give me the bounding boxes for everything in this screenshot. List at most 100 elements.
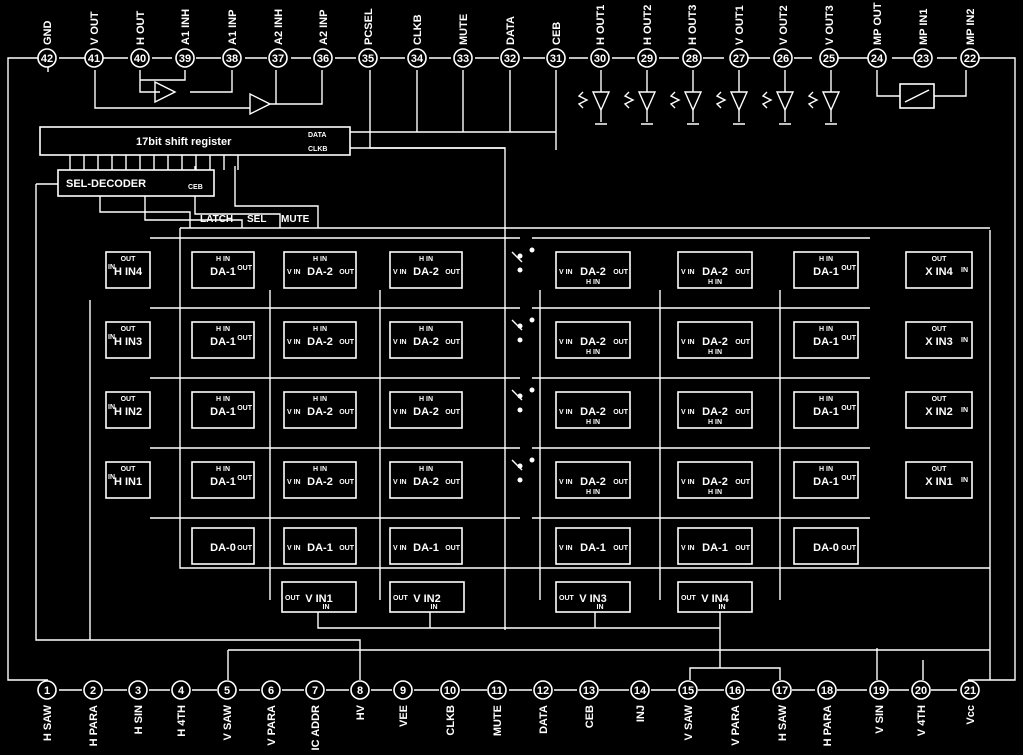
shift-register-title: 17bit shift register xyxy=(136,136,232,148)
da-block-label: DA-2 xyxy=(307,476,333,488)
bottom-pin-label: H PARA xyxy=(88,705,100,746)
package-outline xyxy=(7,57,1016,681)
switch-contact xyxy=(517,323,523,329)
output-resistor xyxy=(669,84,699,125)
output-resistor xyxy=(715,84,745,125)
top-pin-label: MUTE xyxy=(458,14,470,45)
top-pin-label: H OUT2 xyxy=(642,5,654,45)
port-label: OUT xyxy=(445,339,461,346)
bottom-pin-label: CLKB xyxy=(445,705,457,736)
port-label: OUT xyxy=(237,265,253,272)
port-label: OUT xyxy=(393,595,409,602)
bottom-pin-11 xyxy=(487,680,507,700)
top-pin-number: 42 xyxy=(41,53,53,65)
top-pin-29 xyxy=(637,48,657,68)
switch-contact xyxy=(529,387,535,393)
da-block-label: DA-1 xyxy=(813,406,839,418)
port-label: H IN xyxy=(586,349,600,356)
da-block-label: DA-1 xyxy=(813,476,839,488)
bottom-pin-number: 3 xyxy=(135,685,141,697)
port-label: V IN xyxy=(559,339,573,346)
port-label: V IN xyxy=(393,269,407,276)
bottom-pin-label: Vcc xyxy=(965,705,977,725)
da-block-label: DA-2 xyxy=(702,266,728,278)
port-label: H IN xyxy=(819,466,833,473)
bottom-pin-number: 21 xyxy=(964,685,976,697)
top-pin-number: 30 xyxy=(594,53,606,65)
da-block-label: DA-2 xyxy=(413,476,439,488)
top-pin-number: 38 xyxy=(226,53,238,65)
port-label: OUT xyxy=(613,479,629,486)
top-pin-41 xyxy=(84,48,104,68)
switch-contact xyxy=(517,393,523,399)
port-label: OUT xyxy=(735,479,751,486)
port-label: OUT xyxy=(339,269,355,276)
h-in-block-label: H IN1 xyxy=(114,476,142,488)
v-in-block-label: V IN2 xyxy=(413,593,441,605)
port-label: H IN xyxy=(216,256,230,263)
port-label: H IN xyxy=(216,326,230,333)
bottom-pin-label: CEB xyxy=(584,705,596,728)
port-label: H IN xyxy=(819,326,833,333)
port-label: H IN xyxy=(708,279,722,286)
top-pin-number: 28 xyxy=(686,53,698,65)
port-label: OUT xyxy=(121,396,137,403)
port-label: V IN xyxy=(559,545,573,552)
v-in-block-label: V IN4 xyxy=(701,593,729,605)
port-label: OUT xyxy=(237,545,253,552)
da-block-label: DA-1 xyxy=(210,476,236,488)
da-block-label: DA-1 xyxy=(813,266,839,278)
switch-contact xyxy=(517,477,523,483)
port-label: OUT xyxy=(445,409,461,416)
da-0-block-label: DA-0 xyxy=(813,542,839,554)
v-in-block-label: V IN3 xyxy=(579,593,607,605)
top-pin-label: V OUT xyxy=(89,11,101,45)
bottom-pin-number: 11 xyxy=(491,685,503,697)
bottom-pin-number: 10 xyxy=(444,685,456,697)
latch-label: LATCH xyxy=(200,214,233,225)
port-label: OUT xyxy=(841,475,857,482)
top-pin-36 xyxy=(313,48,333,68)
bottom-pin-14 xyxy=(630,680,650,700)
top-pin-label: V OUT1 xyxy=(734,5,746,45)
bottom-pin-2 xyxy=(83,680,103,700)
shift-register-data-pin: DATA xyxy=(308,132,326,139)
port-label: V IN xyxy=(287,545,301,552)
bottom-pin-1 xyxy=(37,680,57,700)
bottom-pin-5 xyxy=(217,680,237,700)
bottom-pin-label: H PARA xyxy=(822,705,834,746)
da-block-label: DA-2 xyxy=(580,476,606,488)
port-label: H IN xyxy=(313,256,327,263)
top-pin-40 xyxy=(130,48,150,68)
switch-contact xyxy=(517,407,523,413)
top-pin-label: GND xyxy=(42,21,54,46)
top-pin-label: MP IN2 xyxy=(965,9,977,45)
port-label: IN xyxy=(719,604,726,611)
port-label: OUT xyxy=(735,409,751,416)
port-label: OUT xyxy=(681,595,697,602)
port-label: OUT xyxy=(932,466,948,473)
port-label: H IN xyxy=(216,396,230,403)
h-in-block-label: H IN2 xyxy=(114,406,142,418)
bottom-pin-number: 9 xyxy=(400,685,406,697)
bottom-pin-number: 17 xyxy=(776,685,788,697)
bottom-pin-number: 19 xyxy=(873,685,885,697)
v-in-block: V IN4 OUT IN xyxy=(677,581,753,613)
output-resistor xyxy=(577,84,607,125)
top-pin-28 xyxy=(682,48,702,68)
top-pin-number: 31 xyxy=(550,53,562,65)
da-block-label: DA-2 xyxy=(702,476,728,488)
